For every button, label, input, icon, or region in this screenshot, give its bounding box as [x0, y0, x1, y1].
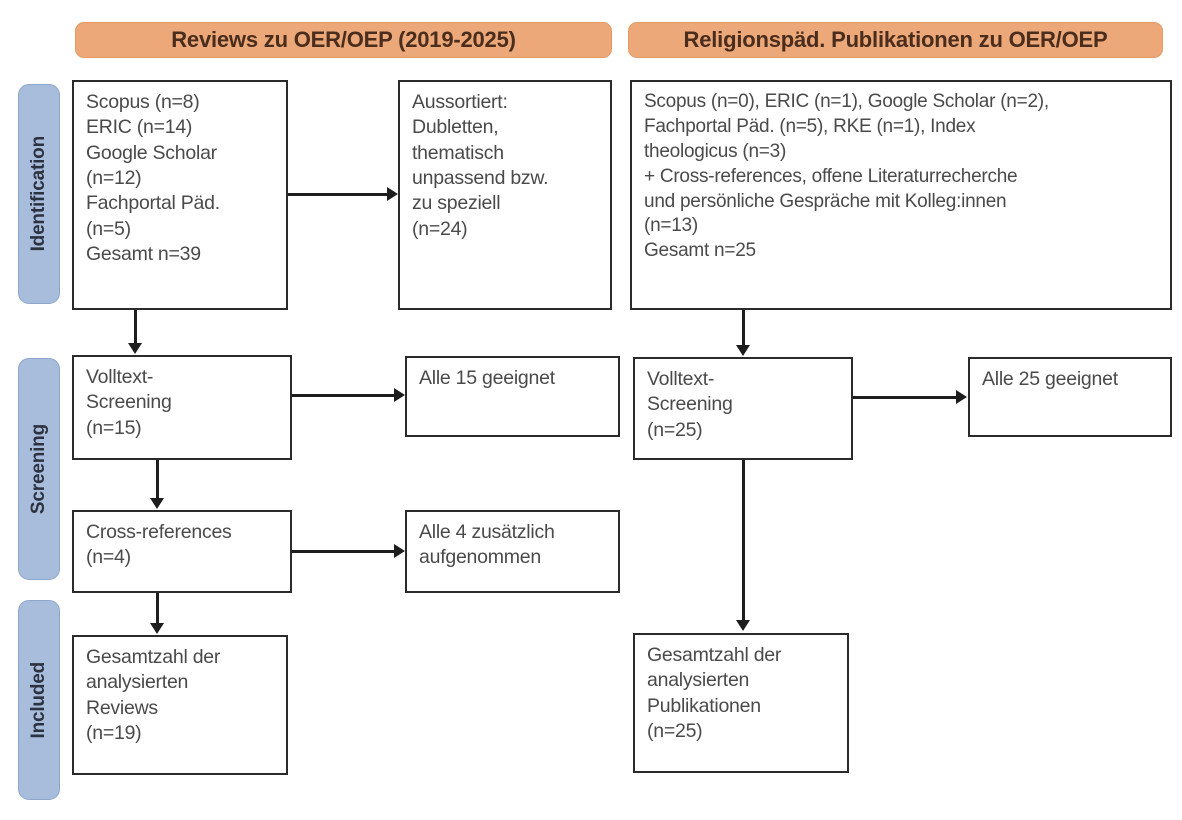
box-left-fulltext-result-text: Alle 15 geeignet	[419, 367, 555, 389]
arrowhead-left-screening-to-crossref	[150, 498, 164, 509]
box-left-excluded: Aussortiert: Dubletten, thematisch unpas…	[398, 80, 612, 310]
box-left-fulltext-screening-text: Volltext- Screening (n=15)	[86, 366, 172, 439]
box-left-cross-references-result: Alle 4 zusätzlich aufgenommen	[405, 510, 620, 593]
connector-right-identification-to-screening	[742, 310, 745, 346]
box-left-identification-sources: Scopus (n=8) ERIC (n=14) Google Scholar …	[72, 80, 288, 310]
arrowhead-left-identification-to-screening	[128, 343, 142, 354]
stage-bar-identification: Identification	[18, 84, 60, 304]
arrowhead-left-crossref-to-included	[150, 623, 164, 634]
box-right-included-total-text: Gesamtzahl der analysierten Publikatione…	[647, 644, 782, 743]
box-right-identification-sources: Scopus (n=0), ERIC (n=1), Google Scholar…	[630, 80, 1172, 310]
connector-right-screening-to-included	[742, 460, 745, 622]
connector-left-screening-to-result	[292, 394, 395, 397]
connector-right-screening-to-result	[853, 396, 957, 399]
banner-right-publications: Religionspäd. Publikationen zu OER/OEP	[628, 22, 1163, 58]
stage-label-screening: Screening	[28, 423, 49, 515]
box-right-included-total: Gesamtzahl der analysierten Publikatione…	[633, 633, 849, 773]
box-right-fulltext-result: Alle 25 geeignet	[968, 357, 1172, 437]
stage-label-included: Included	[28, 661, 49, 739]
stage-bar-included: Included	[18, 600, 60, 800]
box-left-cross-references: Cross-references (n=4)	[72, 510, 292, 593]
connector-left-identification-to-excluded	[288, 193, 388, 196]
arrowhead-right-screening-to-result	[956, 390, 967, 404]
connector-left-screening-to-crossref	[156, 460, 159, 500]
arrowhead-right-identification-to-screening	[736, 345, 750, 356]
box-right-identification-sources-text: Scopus (n=0), ERIC (n=1), Google Scholar…	[644, 91, 1049, 262]
connector-left-identification-to-screening	[134, 310, 137, 344]
connector-left-crossref-to-result	[292, 550, 395, 553]
connector-left-crossref-to-included	[156, 593, 159, 625]
box-left-excluded-text: Aussortiert: Dubletten, thematisch unpas…	[412, 91, 549, 240]
arrowhead-left-identification-to-excluded	[387, 187, 398, 201]
stage-bar-screening: Screening	[18, 358, 60, 580]
box-left-cross-references-result-text: Alle 4 zusätzlich aufgenommen	[419, 521, 555, 569]
box-left-cross-references-text: Cross-references (n=4)	[86, 521, 232, 569]
box-right-fulltext-screening: Volltext- Screening (n=25)	[633, 357, 853, 460]
box-left-included-total-text: Gesamtzahl der analysierten Reviews (n=1…	[86, 646, 221, 745]
arrowhead-right-screening-to-included	[736, 620, 750, 631]
box-right-fulltext-screening-text: Volltext- Screening (n=25)	[647, 368, 733, 441]
box-right-fulltext-result-text: Alle 25 geeignet	[982, 368, 1118, 390]
arrowhead-left-crossref-to-result	[394, 544, 405, 558]
banner-left-label: Reviews zu OER/OEP (2019-2025)	[171, 27, 516, 52]
banner-right-label: Religionspäd. Publikationen zu OER/OEP	[683, 27, 1108, 52]
box-left-fulltext-screening: Volltext- Screening (n=15)	[72, 355, 292, 460]
stage-label-identification: Identification	[28, 136, 49, 252]
box-left-fulltext-result: Alle 15 geeignet	[405, 356, 620, 437]
arrowhead-left-screening-to-result	[394, 388, 405, 402]
banner-left-reviews: Reviews zu OER/OEP (2019-2025)	[75, 22, 612, 58]
box-left-identification-sources-text: Scopus (n=8) ERIC (n=14) Google Scholar …	[86, 91, 220, 266]
box-left-included-total: Gesamtzahl der analysierten Reviews (n=1…	[72, 635, 288, 775]
